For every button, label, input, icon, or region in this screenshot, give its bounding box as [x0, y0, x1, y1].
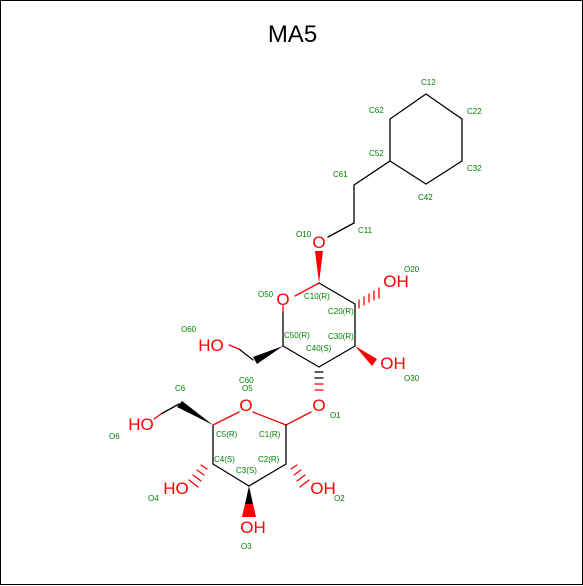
hash-c40-o1 [314, 371, 324, 391]
cyclohexane-ring [389, 93, 463, 185]
hydroxyl-symbol: HO [128, 415, 154, 434]
atom-label-c42: C42 [418, 193, 433, 202]
wedge-c30-o30 [355, 346, 377, 366]
atom-label-c60: C60 [239, 376, 254, 385]
hydroxyl-symbol: OH [310, 479, 336, 498]
atom-label-c40: C40(S) [306, 344, 332, 353]
atom-label-o6: O6 [109, 432, 120, 441]
bond-o60-h [228, 344, 240, 350]
atom-label-c6: C6 [175, 384, 186, 393]
atom-label-o3: O3 [241, 542, 252, 551]
bond-c6-o6 [160, 403, 180, 415]
bond-c32-c42 [425, 160, 463, 185]
hydroxyl-symbol: HO [163, 479, 189, 498]
bond-c5-o5 [212, 411, 240, 426]
atom-label-o5: O5 [242, 384, 253, 393]
atom-label-c4: C4(S) [214, 455, 235, 464]
wedge-c3-o3-red [242, 504, 256, 517]
atom-label-c50: C50(R) [284, 331, 310, 340]
hash-c4-o4 [188, 464, 208, 488]
figure-title: MA5 [267, 21, 318, 48]
bond-c12-c22 [425, 93, 463, 120]
atom-label-o1: O1 [330, 411, 341, 420]
atom-label-c1: C1(R) [259, 430, 281, 439]
atom-label-c11: C11 [358, 226, 373, 235]
lower-pyranose-ring [212, 411, 287, 487]
hydroxyl-symbol: OH [383, 272, 409, 291]
bond-o50-c10 [294, 282, 320, 297]
bond-c40-c50 [282, 345, 320, 368]
ring-oxygen-symbol: O [239, 396, 252, 415]
atom-label-o30: O30 [404, 374, 420, 383]
atom-label-o20: O20 [404, 265, 420, 274]
atom-label-c5: C5(R) [216, 430, 238, 439]
hash-c2-o2 [290, 464, 310, 488]
wedge-c10-o10 [315, 251, 323, 283]
atom-label-c30: C30(R) [328, 332, 354, 341]
atom-label-o4: O4 [148, 494, 159, 503]
glycosidic-oxygen-symbol: O [312, 396, 325, 415]
atom-label-c2: C2(R) [258, 455, 280, 464]
atom-label-c52: C52 [369, 149, 384, 158]
bond-c42-c52 [389, 160, 427, 185]
bond-o5-c1 [252, 411, 287, 426]
atom-label-c62: C62 [369, 106, 384, 115]
wedge-c3-o3-black [245, 486, 253, 504]
atom-label-c12: C12 [421, 78, 436, 87]
bond-c60-o60 [238, 348, 254, 361]
hydroxyl-symbol: HO [198, 336, 224, 355]
wedge-c50-c60 [253, 346, 283, 364]
wedge-c5-c6 [177, 401, 213, 425]
atom-label-c10: C10(R) [304, 292, 330, 301]
ring-oxygen-symbol: O [276, 290, 289, 309]
atom-label-c22: C22 [467, 107, 482, 116]
hydroxyl-symbol: OH [380, 354, 406, 373]
oxygen-symbol: O [312, 233, 325, 252]
bond-c52-c61 [353, 160, 391, 186]
atom-label-o60: O60 [181, 325, 197, 334]
atom-label-o10: O10 [296, 230, 312, 239]
bond-c11-o10 [327, 222, 355, 238]
bond-o1-c1 [285, 411, 312, 426]
bond-o6-h [153, 413, 162, 420]
upper-pyranose-ring [282, 282, 356, 368]
atom-label-c20: C20(R) [328, 307, 354, 316]
atom-label-o2: O2 [334, 494, 345, 503]
hash-c20-o20 [358, 287, 380, 309]
atom-label-c32: C32 [467, 164, 482, 173]
atom-label-c61: C61 [333, 170, 348, 179]
bond-c2-c3 [248, 463, 287, 487]
bond-c30-c40 [318, 345, 356, 368]
atom-label-o50: O50 [258, 290, 274, 299]
bond-c10-c20 [318, 282, 356, 305]
ethyl-linker [327, 160, 391, 238]
hydroxyl-symbol: OH [240, 518, 266, 537]
bond-c3-c4 [212, 463, 250, 487]
atom-label-c3: C3(S) [236, 466, 257, 475]
bond-c62-c12 [389, 93, 427, 120]
